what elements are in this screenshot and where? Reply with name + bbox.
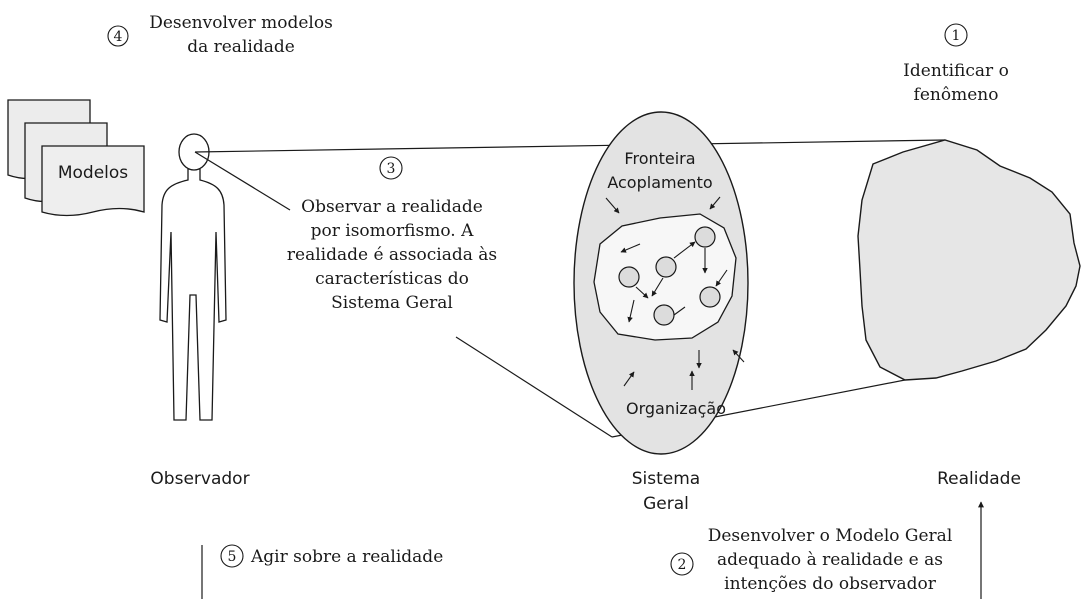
step-2-number: 2 [678,557,687,573]
models-label: Modelos [58,163,128,183]
step-4-number: 4 [114,29,123,45]
observer-body [159,169,227,421]
element-node [618,266,640,288]
relation-arrow [627,299,635,323]
coupling-label: Acoplamento [607,173,712,192]
step-3-line2: por isomorfismo. A [311,221,474,241]
sight-line-upper [194,139,946,153]
relation-arrow [635,286,649,299]
step-2-line2: adequado à realidade e as [717,550,943,570]
element-node [653,304,675,326]
sight-line-lower [194,151,291,211]
models-stack [7,99,145,217]
observer-figure [159,133,227,421]
element-node [694,226,716,248]
reality-shape [857,139,1081,381]
reality-label: Realidade [937,469,1021,489]
model-page-front [41,145,145,217]
projection-line-ellipse [455,336,613,438]
internal-arrows [620,241,728,323]
step-1: 1 Identificar o fenômeno [903,23,1009,105]
projection-lines [194,139,946,438]
step-4-line2: da realidade [187,37,295,57]
system-label-line1: Sistema [632,469,700,489]
organization-label: Organização [626,399,726,418]
step-3-number: 3 [387,161,396,177]
coupling-arrow [623,371,635,387]
relation-arrow [651,277,664,297]
step-2-line1: Desenvolver o Modelo Geral [708,526,953,546]
step-1-line1: Identificar o [903,61,1009,81]
coupling-arrow [709,196,721,210]
step-5-number-circle [220,544,244,568]
step-3-line4: características do [315,269,469,289]
step-3-number-circle [379,156,403,180]
step-4-number-circle [107,25,129,47]
relation-arrow [620,243,641,253]
boundary-label: Fronteira [624,149,695,168]
step-3: 3 Observar a realidade por isomorfismo. … [287,156,497,313]
step-5-text: Agir sobre a realidade [250,547,443,567]
relation-line [673,306,686,316]
step-1-line2: fenômeno [914,85,999,105]
step-1-number-circle [944,23,968,47]
element-node [699,286,721,308]
step-3-line5: Sistema Geral [331,293,453,313]
step-3-line1: Observar a realidade [301,197,483,217]
coupling-arrows [605,196,745,390]
coupling-arrow [605,197,620,214]
step-1-number: 1 [952,28,961,44]
step-4: 4 Desenvolver modelos da realidade [107,13,333,57]
step-5: 5 Agir sobre a realidade [201,544,443,599]
element-node [655,256,677,278]
step-3-line3: realidade é associada às [287,245,497,265]
coupling-arrow [732,349,745,363]
system-label-line2: Geral [643,494,689,514]
general-system: Fronteira Acoplamento Organização [573,111,749,455]
step-2-number-circle [670,552,694,576]
step-4-line1: Desenvolver modelos [149,13,333,33]
step-2-line3: intenções do observador [724,574,937,594]
system-elements [618,226,721,326]
step-2: 2 Desenvolver o Modelo Geral adequado à … [670,501,984,599]
relation-arrow [715,269,728,287]
observer-label: Observador [150,469,249,489]
relation-arrow [673,241,696,259]
step-5-number: 5 [228,549,237,565]
